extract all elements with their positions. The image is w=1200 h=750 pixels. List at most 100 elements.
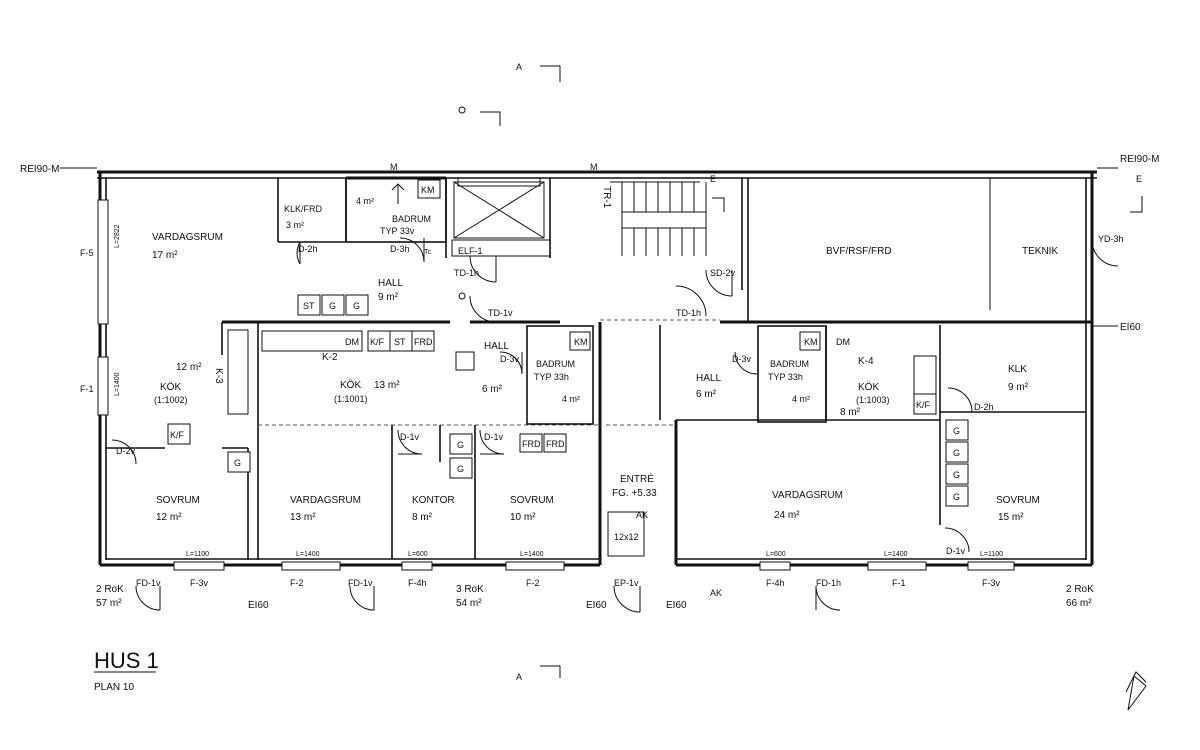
- equip-g-middle-1: G: [457, 440, 464, 450]
- room-badrum-right-type: TYP 33h: [768, 372, 803, 382]
- equip-k4: K-4: [858, 356, 874, 367]
- room-vardagsrum-middle-name: VARDAGSRUM: [290, 495, 361, 506]
- room-bvf-name: BVF/RSF/FRD: [826, 246, 892, 257]
- equip-g-right-3: G: [953, 470, 960, 480]
- apartment-middle-type: 3 RoK: [456, 584, 484, 595]
- room-badrum-middle-area: 4 m²: [562, 394, 580, 404]
- window-length-6: L=1400: [884, 551, 908, 558]
- equip-km-top: KM: [421, 185, 435, 195]
- window-f1-bottom: F-1: [892, 578, 906, 588]
- section-mark-a-bottom: A: [516, 672, 522, 682]
- equip-frd-bottom-1: FRD: [522, 439, 541, 449]
- wall-rating-left: REI90-M: [20, 164, 59, 175]
- ei60-right: EI60: [1120, 322, 1141, 333]
- apartment-right-type: 2 RoK: [1066, 584, 1094, 595]
- ei60-3: EI60: [666, 600, 687, 611]
- equip-k2: K-2: [322, 352, 338, 363]
- door-d3h: D-3h: [390, 244, 410, 254]
- room-sovrum-right-name: SOVRUM: [996, 495, 1040, 506]
- room-kok-middle-ref: (1:1001): [334, 394, 368, 404]
- equip-kf-middle: K/F: [370, 337, 385, 347]
- section-mark-e-1: E: [710, 174, 716, 184]
- window-f5: F-5: [80, 248, 94, 258]
- window-f3v-b: F-3v: [982, 578, 1001, 588]
- apartment-right-area: 66 m²: [1066, 598, 1092, 609]
- equip-g-right-4: G: [953, 492, 960, 502]
- m-marker-2: M: [590, 162, 598, 172]
- door-d1v-c: D-1v: [946, 546, 966, 556]
- door-fd1h: FD-1h: [816, 578, 841, 588]
- equip-g-left: G: [234, 458, 241, 468]
- room-kok-left-name: KÖK: [160, 381, 181, 393]
- room-kok-middle-area: 13 m²: [374, 380, 400, 391]
- window-length-4: L=1400: [520, 551, 544, 558]
- room-badrum-top-type: TYP 33v: [380, 226, 415, 236]
- room-klk-right-area: 9 m²: [1008, 382, 1029, 393]
- window-length-3: L=600: [408, 551, 428, 558]
- room-sovrum-middle-name: SOVRUM: [510, 495, 554, 506]
- equip-frd-bottom-2: FRD: [546, 439, 565, 449]
- window-f4h-b: F-4h: [766, 578, 785, 588]
- room-sovrum-left-area: 12 m²: [156, 512, 182, 523]
- room-hall-right-area: 6 m²: [696, 389, 717, 400]
- window-length-2: L=1400: [296, 551, 320, 558]
- window-length-1: L=1100: [186, 551, 209, 558]
- room-hall-middle-name: HALL: [484, 341, 509, 352]
- equip-kf-left: K/F: [170, 430, 185, 440]
- door-yd3h: YD-3h: [1098, 234, 1124, 244]
- room-badrum-middle-type: TYP 33h: [534, 372, 569, 382]
- door-d1v-a: D-1v: [400, 432, 420, 442]
- room-sovrum-left-name: SOVRUM: [156, 495, 200, 506]
- room-entre-name: ENTRÉ: [620, 472, 654, 485]
- room-kok-middle-name: KÖK: [340, 379, 361, 391]
- window-length-7: L=1100: [980, 551, 1003, 558]
- room-kok-left-ref: (1:1002): [154, 395, 188, 405]
- door-d2v: D-2v: [116, 446, 136, 456]
- equip-g-middle-2: G: [457, 464, 464, 474]
- apartment-left-type: 2 RoK: [96, 584, 124, 595]
- room-vardagsrum-right-name: VARDAGSRUM: [772, 490, 843, 501]
- door-td1h-b: TD-1h: [676, 308, 701, 318]
- room-kok-right-area: 8 m²: [840, 407, 861, 418]
- window-f1-side: F-1: [80, 384, 94, 394]
- room-sovrum-right-area: 15 m²: [998, 512, 1024, 523]
- door-d1v-b: D-1v: [484, 432, 504, 442]
- door-sd2v: SD-2v: [710, 268, 736, 278]
- equip-km-right: KM: [804, 337, 818, 347]
- room-vardagsrum-middle-area: 13 m²: [290, 512, 316, 523]
- equip-g-top-2: G: [353, 301, 360, 311]
- room-kok-left-area: 12 m²: [176, 362, 202, 373]
- equip-st-top: ST: [303, 301, 315, 311]
- door-d2h-b: D-2h: [974, 402, 994, 412]
- section-mark-e-2: E: [1136, 174, 1142, 184]
- m-marker-1: M: [390, 162, 398, 172]
- room-vardagsrum-right-area: 24 m²: [774, 510, 800, 521]
- wall-rating-right: REI90-M: [1120, 154, 1159, 165]
- plan-subtitle: PLAN 10: [94, 682, 134, 693]
- equip-tc: Tc: [424, 249, 432, 256]
- equip-frd-middle: FRD: [414, 337, 433, 347]
- room-klk-frd-name: KLK/FRD: [284, 204, 323, 214]
- room-hall-top-area: 9 m²: [378, 292, 399, 303]
- room-kok-right-ref: (1:1003): [856, 395, 890, 405]
- room-kontor-name: KONTOR: [412, 495, 455, 506]
- section-mark-a-top: A: [516, 62, 522, 72]
- door-fd1v-a: FD-1v: [136, 578, 161, 588]
- room-sovrum-middle-area: 10 m²: [510, 512, 536, 523]
- room-hall-middle-area: 6 m²: [482, 384, 503, 395]
- apartment-middle-area: 54 m²: [456, 598, 482, 609]
- room-klk-right-name: KLK: [1008, 364, 1027, 375]
- window-f2-b: F-2: [526, 578, 540, 588]
- room-badrum-middle-name: BADRUM: [536, 359, 575, 369]
- room-badrum-right-name: BADRUM: [770, 359, 809, 369]
- door-swings: [111, 237, 1119, 613]
- equip-g-right-2: G: [953, 448, 960, 458]
- room-hall-top-name: HALL: [378, 278, 403, 289]
- room-hall-right-name: HALL: [696, 373, 721, 384]
- equip-k3: K-3: [213, 368, 224, 384]
- room-vardagsrum-left-name: VARDAGSRUM: [152, 232, 223, 243]
- equipment-boxes: [167, 179, 969, 507]
- door-td1v: TD-1v: [488, 308, 513, 318]
- interior-walls: [106, 176, 1118, 565]
